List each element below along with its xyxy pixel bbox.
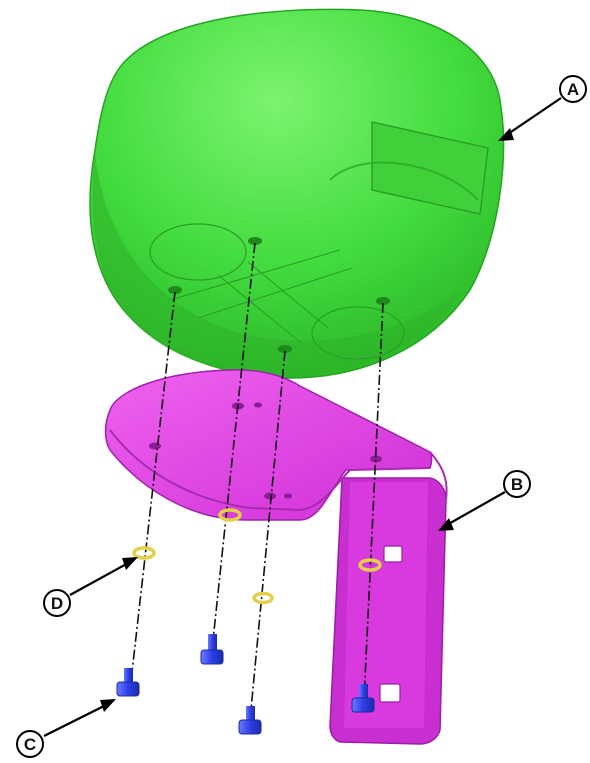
bracket-bend (429, 451, 448, 501)
housing-screw-holes (168, 237, 390, 353)
callout-b-label: B (511, 475, 523, 494)
callout-d-leader (69, 561, 131, 596)
callout-a-circle (559, 75, 587, 103)
assembly-axis-lines (129, 242, 384, 721)
axis-line-2 (211, 242, 256, 651)
callout-c-circle (16, 730, 44, 758)
callout-a-label: A (567, 80, 579, 99)
housing-part-a (89, 8, 505, 379)
callout-b-leader (444, 491, 506, 527)
bracket-slot-lower (379, 683, 401, 703)
bracket-holes (149, 402, 382, 500)
washer-2 (218, 508, 242, 522)
housing-boss-left (149, 223, 247, 281)
housing-top-curve (329, 161, 479, 201)
callout-d: D (43, 557, 138, 617)
washer-1 (132, 546, 156, 560)
housing-body (89, 8, 505, 379)
callout-d-arrowhead (122, 557, 138, 570)
callout-b: B (438, 470, 531, 531)
callout-d-circle (43, 589, 71, 617)
screw-1 (116, 668, 140, 697)
housing-side-window (371, 121, 489, 215)
callout-c-label: C (24, 735, 36, 754)
screw-3 (238, 706, 262, 735)
axis-line-3 (249, 350, 286, 721)
bracket-part-b (104, 369, 448, 745)
callout-c-arrowhead (100, 699, 116, 712)
callout-c-leader (43, 703, 109, 737)
screw-4 (351, 684, 375, 713)
bracket-slot-upper (383, 545, 403, 563)
screws (116, 634, 375, 735)
callout-b-circle (503, 470, 531, 498)
callout-a-arrowhead (498, 128, 514, 141)
callout-a: A (498, 75, 587, 141)
bracket-plate-edge (109, 429, 431, 512)
housing-rim-shadow (92, 150, 461, 377)
bracket-flat-plate (104, 369, 433, 521)
axis-line-1 (129, 291, 176, 691)
screw-2 (200, 634, 224, 665)
housing-boss-right (311, 306, 405, 360)
callout-c: C (16, 699, 116, 758)
washer-4 (358, 558, 382, 572)
axis-line-4 (363, 302, 384, 701)
callout-b-arrowhead (438, 518, 454, 531)
housing-channel-lines (169, 249, 353, 343)
callout-a-leader (504, 97, 562, 137)
callout-d-label: D (51, 594, 63, 613)
washer-3 (252, 591, 274, 605)
washers (132, 508, 382, 605)
